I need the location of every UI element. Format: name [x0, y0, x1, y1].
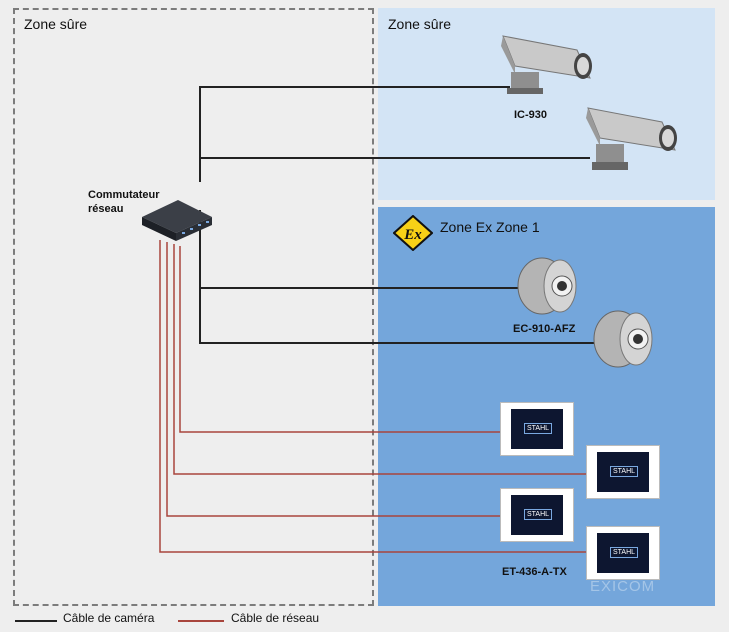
ex-hazard-icon: Ex — [393, 215, 433, 251]
legend-camera-swatch — [15, 620, 57, 622]
network-switch-icon — [142, 200, 212, 241]
network-cable-1 — [179, 246, 500, 433]
panel-brand: STAHL — [610, 547, 639, 558]
bullet-camera-icon — [501, 35, 592, 94]
switch-label-line2: réseau — [88, 203, 124, 215]
network-cable-4 — [159, 240, 586, 553]
panel-brand: STAHL — [524, 423, 553, 434]
camera-cable-4 — [199, 210, 596, 344]
operator-panel-4: STAHL — [586, 526, 660, 580]
camera-cable-1 — [199, 86, 510, 182]
round-camera-2-icon — [593, 310, 653, 368]
safe-zone-left-label: Zone sûre — [24, 16, 88, 32]
panel-screen: STAHL — [511, 495, 563, 535]
camera-bullet-label: IC-930 — [514, 109, 548, 121]
operator-panel-3: STAHL — [500, 488, 574, 542]
safe-zone-right-label: Zone sûre — [388, 16, 452, 32]
camera-round-label: EC-910-AFZ — [513, 323, 576, 335]
panel-screen: STAHL — [597, 533, 649, 573]
legend-network-swatch — [178, 620, 224, 622]
ex-hazard-text: Ex — [403, 227, 422, 243]
round-camera-icon — [517, 257, 577, 315]
panel-label: ET-436-A-TX — [502, 566, 567, 578]
network-cable-2 — [173, 244, 586, 475]
operator-panel-2: STAHL — [586, 445, 660, 499]
operator-panel-1: STAHL — [500, 402, 574, 456]
safe-zone-left — [13, 8, 374, 606]
ex-zone-label: Zone Ex Zone 1 — [440, 219, 540, 235]
switch-label: Commutateur réseau — [88, 188, 160, 216]
panel-screen: STAHL — [597, 452, 649, 492]
switch-label-line1: Commutateur — [88, 189, 160, 201]
bullet-camera-2-icon — [586, 107, 677, 170]
panel-watermark: EXICOM — [590, 578, 656, 595]
safe-zone-right — [378, 8, 715, 200]
legend-camera-label: Câble de caméra — [63, 611, 155, 625]
panel-screen: STAHL — [511, 409, 563, 449]
network-cable-3 — [166, 242, 500, 517]
legend-network-label: Câble de réseau — [231, 611, 320, 625]
panel-brand: STAHL — [524, 509, 553, 520]
panel-brand: STAHL — [610, 466, 639, 477]
